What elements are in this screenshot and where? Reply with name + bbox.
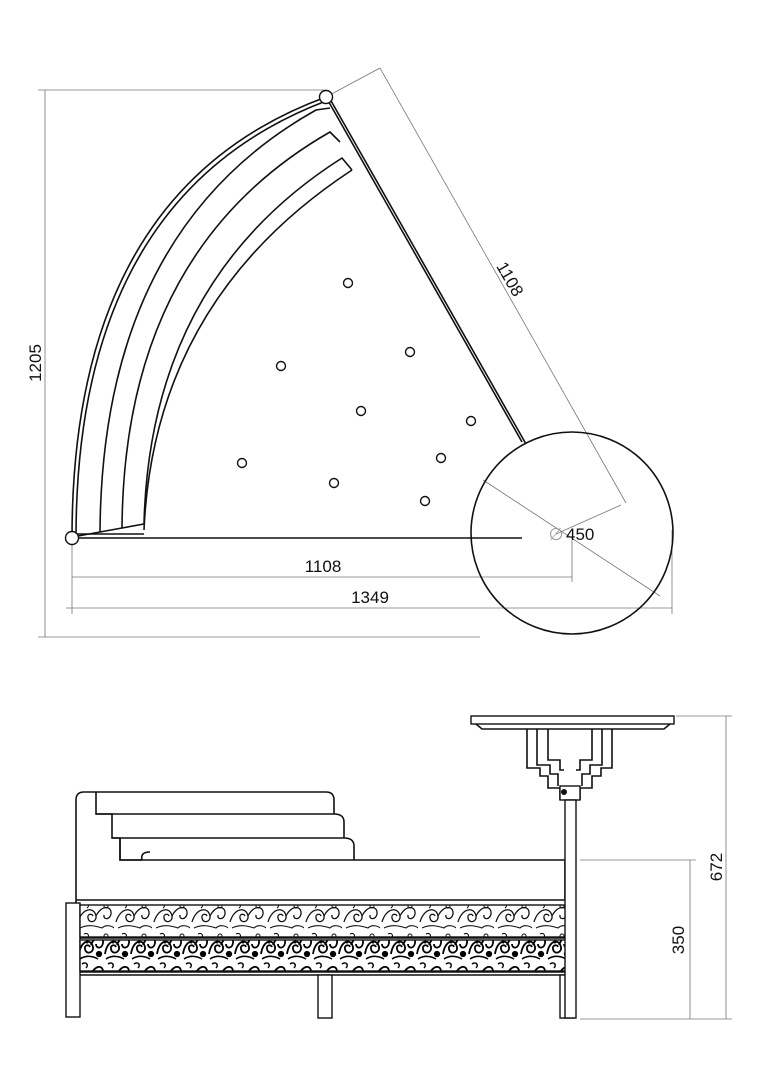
- tufting-button: [465, 415, 477, 427]
- table-top: [470, 715, 675, 725]
- tufting-buttons: [236, 277, 477, 507]
- dim-overall-1349: 1349: [351, 588, 389, 607]
- dim-diagonal-1108: 1108: [492, 259, 527, 300]
- lower-ornament-band: [79, 939, 567, 972]
- dim-seat-height-350: 350: [669, 926, 688, 954]
- sofa-side-body: [75, 791, 566, 904]
- table-stem: [564, 799, 577, 1019]
- dim-table-diameter-450: 450: [566, 525, 594, 544]
- table-bolt: [561, 789, 567, 795]
- tufting-button: [419, 495, 431, 507]
- tufting-button: [236, 457, 248, 469]
- top-view: 1205 1108 1108 1349 ∅ 450: [26, 67, 674, 638]
- armrest-end-knob: [318, 89, 334, 105]
- side-table-elevation: [470, 715, 675, 1019]
- dim-bottom-1108: 1108: [305, 557, 342, 576]
- round-side-table: [470, 431, 674, 635]
- side-view-dimension-lines: [580, 715, 732, 1020]
- armrest-end-knob: [64, 530, 80, 546]
- top-view-dimension-lines: [38, 67, 673, 638]
- tufting-button: [328, 477, 340, 489]
- ornamental-frame: [65, 902, 575, 1019]
- dim-table-height-672: 672: [707, 853, 726, 881]
- front-post: [65, 902, 81, 1018]
- sofa-wedge: [71, 96, 527, 539]
- dim-diameter-symbol: ∅: [549, 525, 564, 544]
- side-view: 672 350: [65, 715, 732, 1020]
- tufting-button: [355, 405, 367, 417]
- tufting-button: [342, 277, 354, 289]
- dim-height-1205: 1205: [26, 344, 45, 382]
- tufting-button: [404, 346, 416, 358]
- upper-ornament-band: [79, 904, 567, 938]
- tufting-button: [275, 360, 287, 372]
- middle-leg: [317, 974, 333, 1019]
- tufting-button: [435, 452, 447, 464]
